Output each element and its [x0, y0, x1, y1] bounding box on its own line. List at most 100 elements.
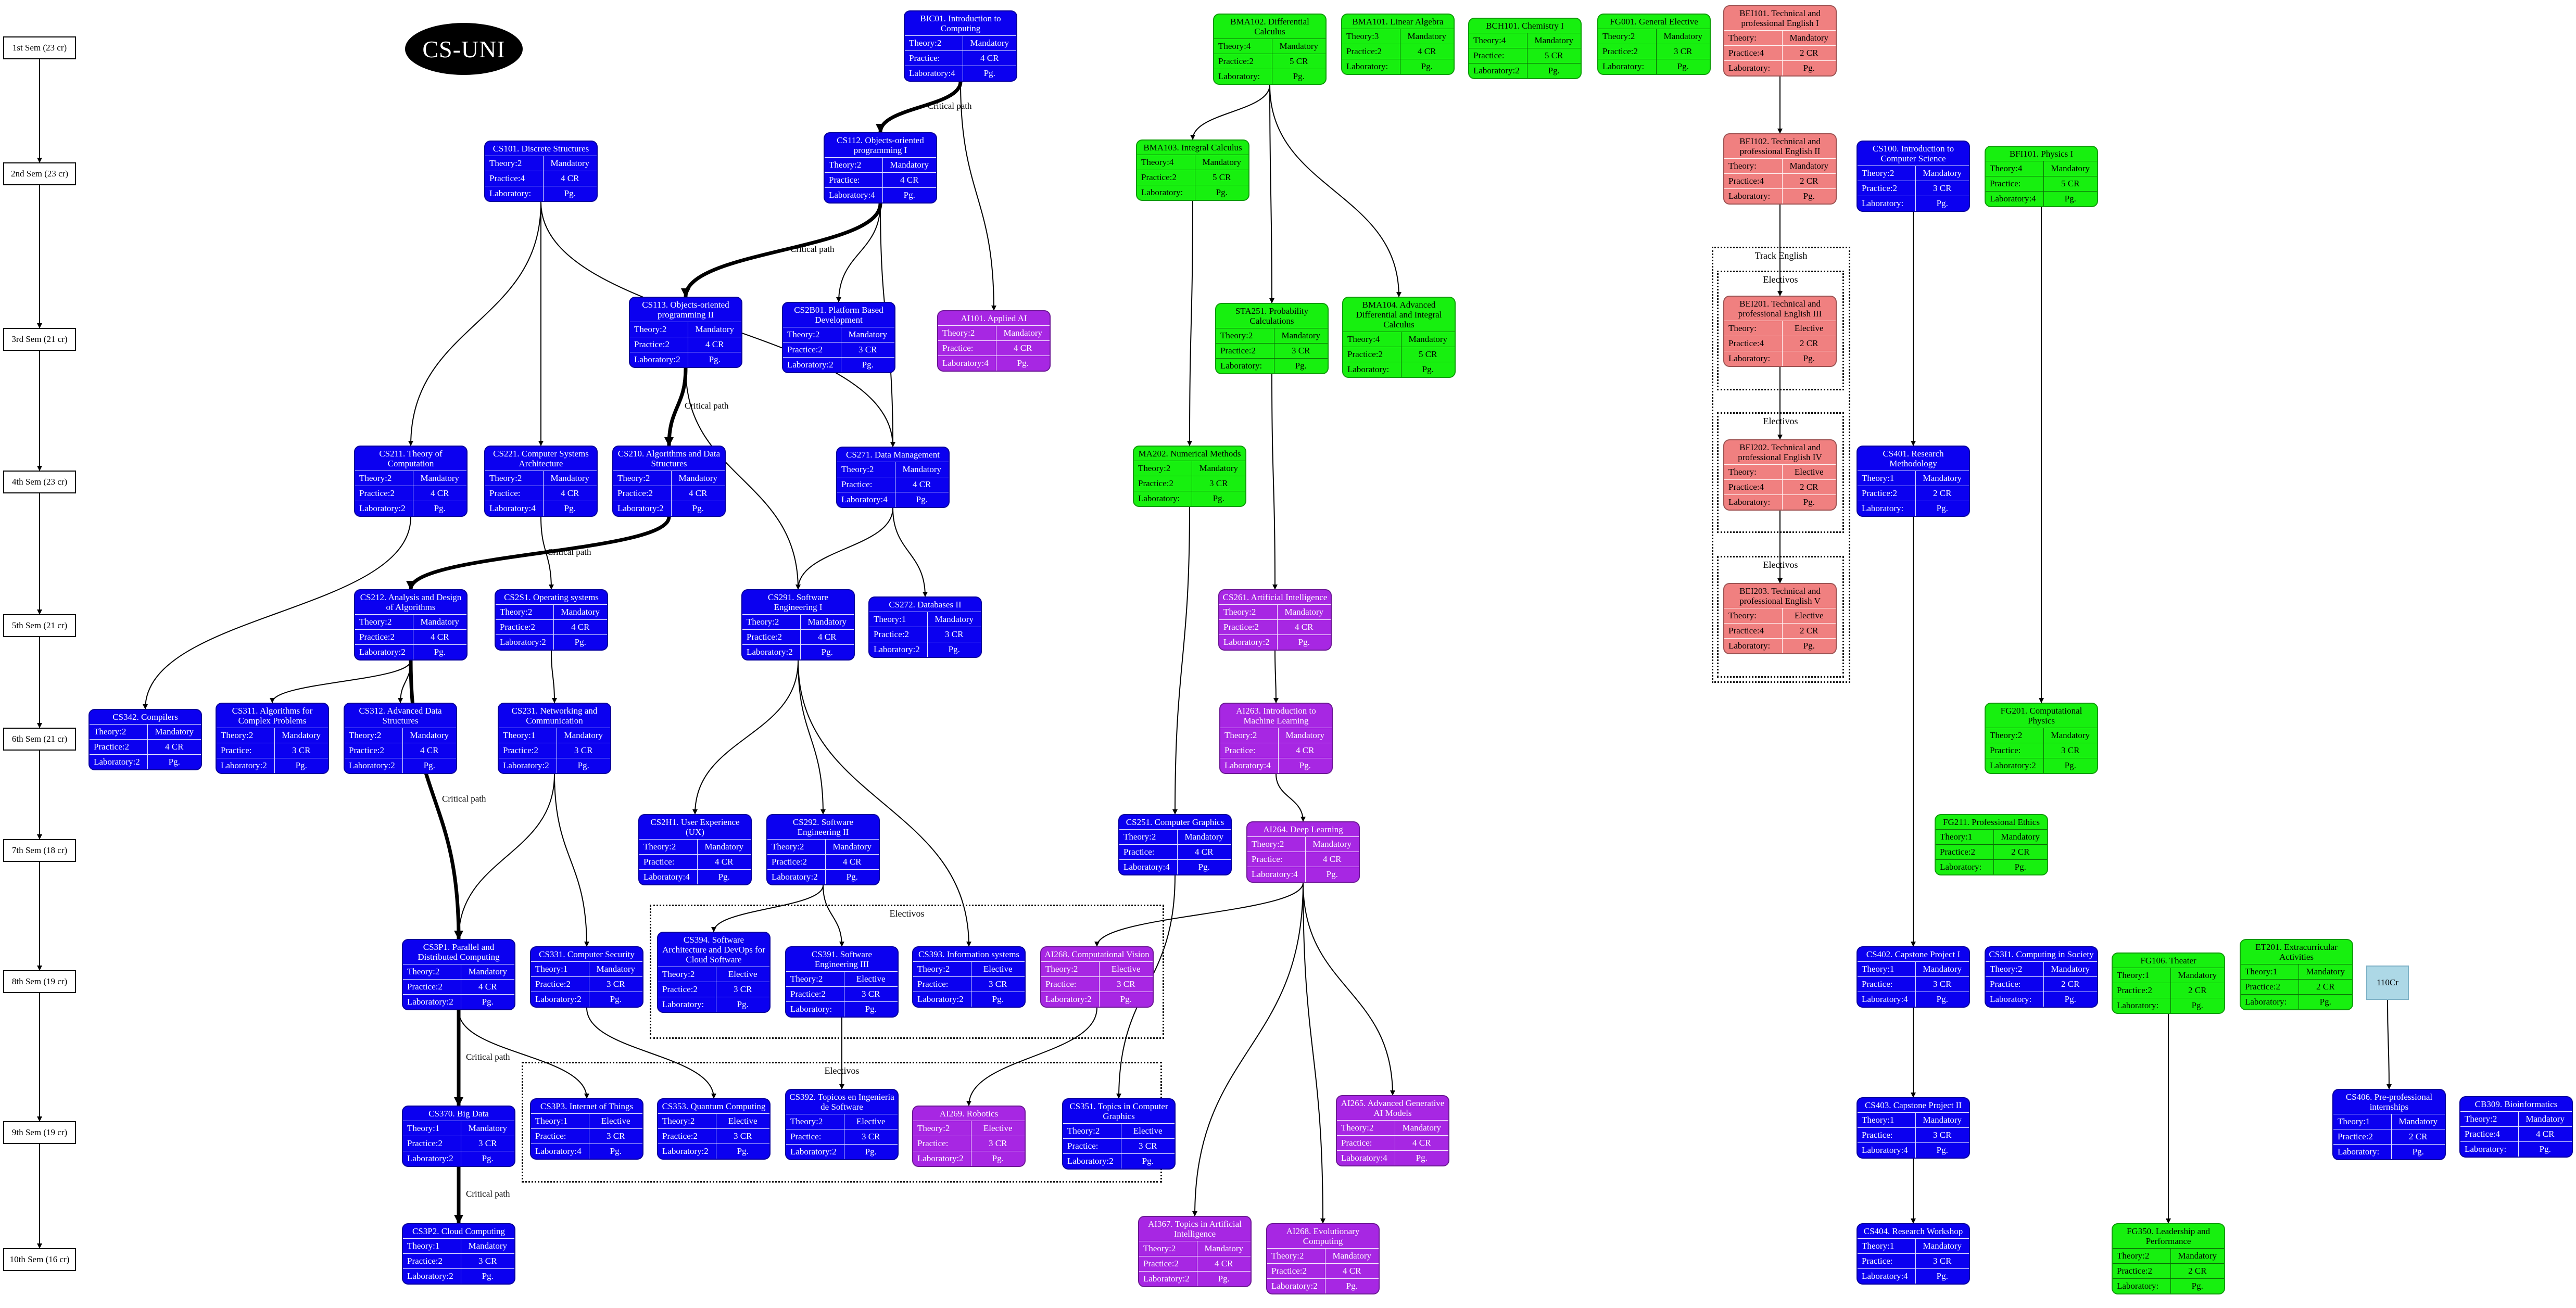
semester-s4: 4th Sem (23 cr): [3, 471, 76, 493]
course-hours: Theory:2: [496, 605, 554, 619]
course-node-cs394[interactable]: CS394. Software Architecture and DevOps …: [657, 932, 771, 1013]
course-hours: Practice:2: [403, 980, 461, 994]
course-title: FG350. Leadership and Performance: [2113, 1224, 2224, 1249]
course-node-bei101[interactable]: BEI101. Technical and professional Engli…: [1723, 5, 1837, 77]
course-node-cs3p1[interactable]: CS3P1. Parallel and Distributed Computin…: [402, 939, 515, 1010]
course-value: Mandatory: [678, 473, 718, 483]
course-node-bei202[interactable]: BEI202. Technical and professional Engli…: [1723, 439, 1837, 511]
course-title: CS401. Research Methodology: [1858, 447, 1969, 471]
course-node-bei102[interactable]: BEI102. Technical and professional Engli…: [1723, 133, 1837, 205]
course-hours: Practice:: [1858, 1128, 1916, 1142]
course-title: CS112. Objects-oriented programming I: [825, 133, 936, 158]
course-value: Pg.: [2319, 997, 2331, 1007]
course-value: Mandatory: [561, 607, 600, 617]
course-value: Pg.: [434, 503, 446, 513]
course-hours: Laboratory:: [2113, 1279, 2171, 1293]
course-node-bei203[interactable]: BEI203. Technical and professional Engli…: [1723, 583, 1837, 654]
critical-path-label: Critical path: [547, 547, 591, 557]
course-node-cs212[interactable]: CS212. Analysis and Design of Algorithms…: [354, 589, 468, 661]
course-hours: Laboratory:2: [531, 992, 589, 1007]
course-value: Mandatory: [550, 158, 590, 168]
course-node-bei201[interactable]: BEI201. Technical and professional Engli…: [1723, 296, 1837, 367]
course-node-bma104[interactable]: BMA104. Advanced Differential and Integr…: [1342, 297, 1456, 378]
course-title: CS342. Compilers: [90, 710, 201, 725]
course-row: Theory:2 Mandatory: [496, 605, 607, 620]
course-value: 3 CR: [1933, 183, 1952, 193]
course-value: Pg.: [482, 997, 494, 1007]
course-node-ai367[interactable]: AI367. Topics in Artificial Intelligence…: [1138, 1216, 1252, 1287]
course-value: 4 CR: [1418, 46, 1436, 56]
course-hours: Theory:2: [1216, 328, 1274, 343]
course-value: Mandatory: [282, 730, 321, 740]
course-node-cs392[interactable]: CS392. Topicos en Ingenieria de Software…: [785, 1089, 899, 1160]
course-title: CS3P2. Cloud Computing: [403, 1224, 514, 1239]
course-hours: Practice:2: [496, 620, 554, 634]
semester-s2: 2nd Sem (23 cr): [3, 162, 76, 185]
